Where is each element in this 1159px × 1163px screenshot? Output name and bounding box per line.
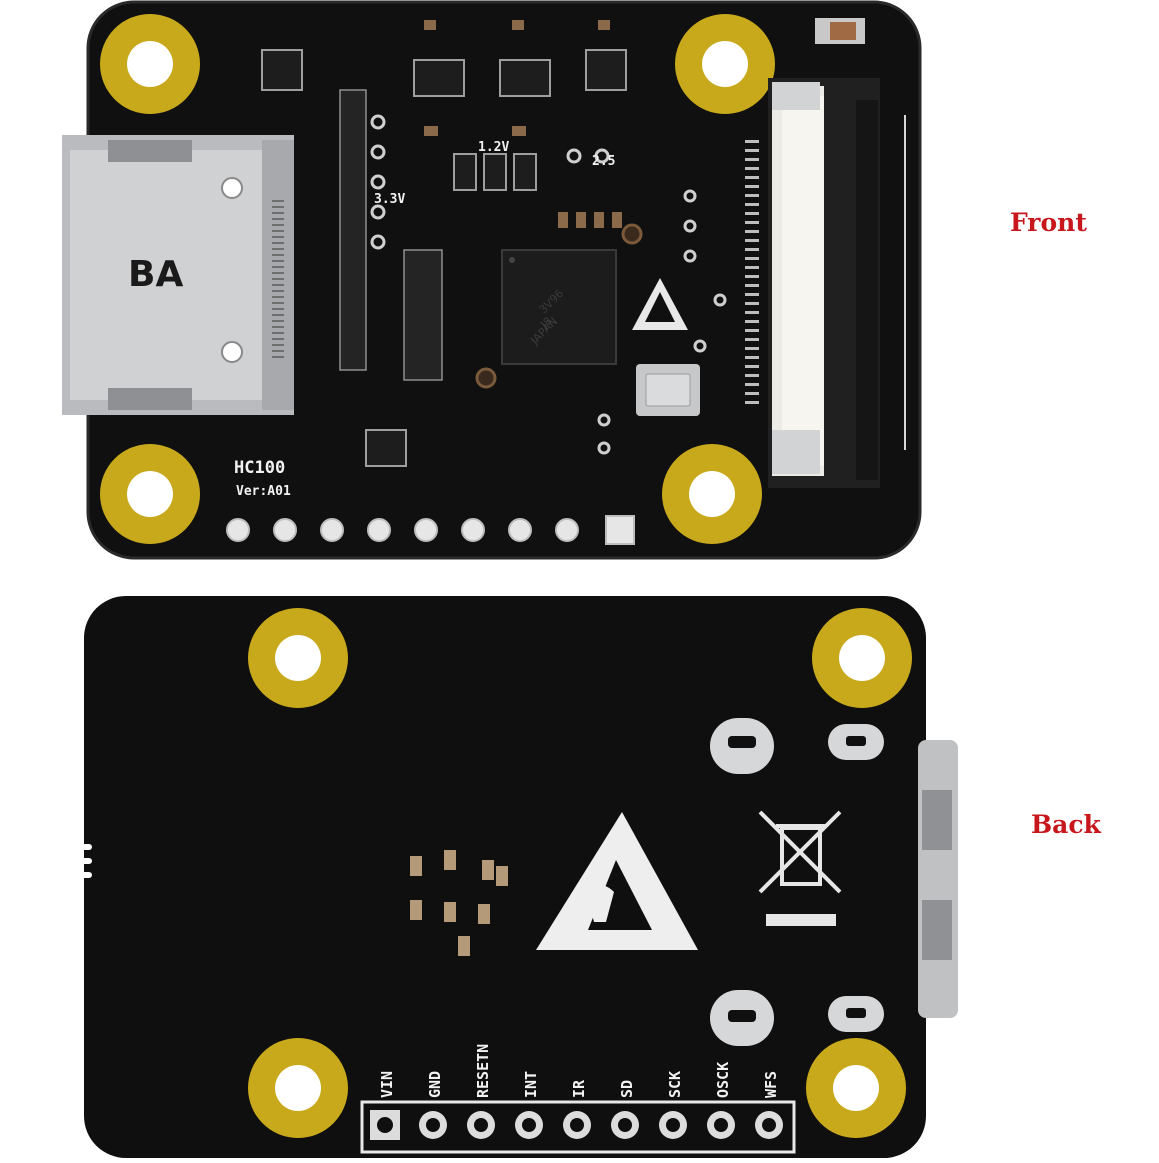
pin-label-int: INT [522, 1071, 540, 1098]
smd-components-front [424, 18, 865, 228]
back-label: Back [1031, 810, 1101, 839]
hdmi-connector [62, 135, 294, 415]
voltage-mark-3v3: 3.3V [374, 192, 405, 207]
main-chip [501, 249, 617, 365]
copper-vias-front [475, 223, 643, 389]
board-model: HC100 [234, 458, 285, 478]
test-vias-front [370, 114, 727, 455]
pin-header [360, 1100, 796, 1154]
fpc-connector [745, 78, 880, 488]
mounting-hole-front-tr [675, 14, 775, 114]
pin-label-gnd: GND [426, 1071, 444, 1098]
pin-label-sck: SCK [666, 1071, 684, 1098]
mounting-hole-back-bl [248, 1038, 348, 1138]
connector-marking: BA [128, 254, 183, 295]
pin-label-osck: OSCK [714, 1062, 732, 1098]
esd-warning-icon-front [632, 278, 688, 330]
smd-components-back [410, 850, 508, 956]
mounting-hole-front-bl [100, 444, 200, 544]
resistor-array-front [339, 89, 443, 381]
voltage-mark-2v5: 2.5 [592, 154, 615, 169]
pin-label-sd: SD [618, 1080, 636, 1098]
mounting-hole-front-tl [100, 14, 200, 114]
mounting-hole-back-br [806, 1038, 906, 1138]
back-board: VIN GND RESETN INT IR SD SCK OSCK WFS [78, 596, 958, 1158]
pin-labels: VIN GND RESETN INT IR SD SCK OSCK WFS [378, 1044, 780, 1098]
mounting-hole-back-tr [812, 608, 912, 708]
edge-notches [78, 844, 92, 878]
front-header-pads [226, 515, 635, 545]
sot-components-front [261, 49, 627, 467]
front-label: Front [1010, 208, 1087, 237]
weee-bin-icon [758, 810, 842, 894]
hdmi-connector-back [918, 740, 958, 1018]
esd-warning-icon-back [536, 812, 698, 950]
pin-label-wfs: WFS [762, 1071, 780, 1098]
pin-label-resetn: RESETN [474, 1044, 492, 1098]
board-version: Ver:A01 [236, 484, 291, 499]
pin-label-ir: IR [570, 1079, 588, 1098]
weee-bar [766, 914, 836, 926]
voltage-mark-1v2: 1.2V [478, 140, 509, 155]
mounting-hole-front-br [662, 444, 762, 544]
pin-label-vin: VIN [378, 1071, 396, 1098]
front-board: BA 3V96 J8 JAPAN [62, 0, 922, 560]
connector-solder-pads [710, 718, 884, 1046]
mounting-hole-back-tl [248, 608, 348, 708]
crystal-oscillator [636, 364, 700, 416]
